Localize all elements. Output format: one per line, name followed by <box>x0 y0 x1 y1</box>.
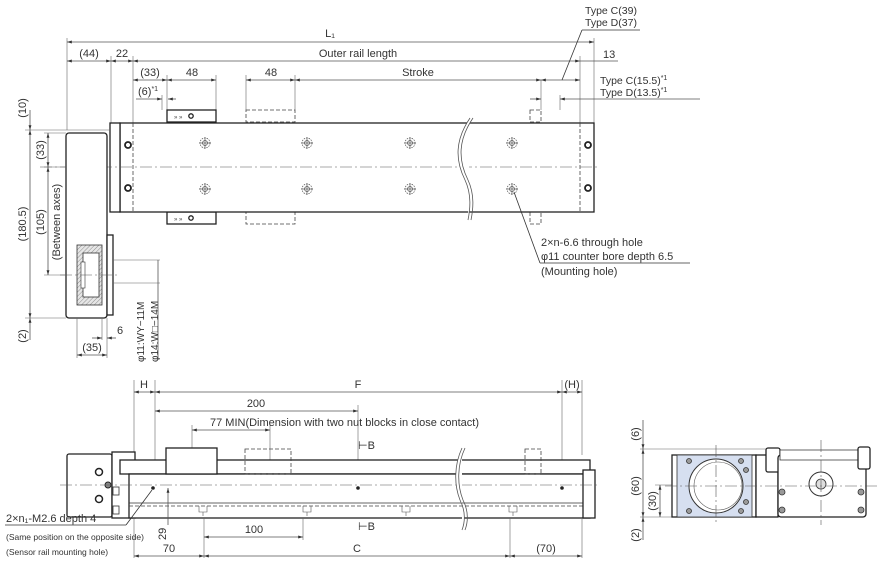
mounting-hole-line1: 2×n-6.6 through hole <box>541 237 643 249</box>
dim-6-motor: 6 <box>117 325 123 337</box>
dim-13: 13 <box>603 49 615 61</box>
between-axes: (Between axes) <box>51 184 63 260</box>
dim-f: F <box>355 379 362 391</box>
dim-33: (33) <box>140 67 160 79</box>
mounting-holes <box>199 137 518 195</box>
mounting-hole-line3: (Mounting hole) <box>541 266 617 278</box>
sensor-callout-line3: (Sensor rail mounting hole) <box>6 547 108 557</box>
section-b-top: ⊢B <box>358 440 375 452</box>
side-view: H F (H) 200 77 MIN(Dimension with two nu… <box>5 379 600 558</box>
dim-10: (10) <box>17 98 29 118</box>
sensor-callout-line2: (Same position on the opposite side) <box>6 532 144 542</box>
dim-c: C <box>353 543 361 555</box>
svg-text:» »: » » <box>174 115 183 121</box>
dim-70-right: (70) <box>536 543 556 555</box>
l1-label: L₁ <box>325 28 335 40</box>
top-view: L₁ (44) 22 Outer rail length 13 (33) 48 … <box>17 5 700 362</box>
sensor-callout-line1: 2×n₁-M2.6 depth 4 <box>6 513 96 525</box>
dim-105: (105) <box>35 209 47 235</box>
nut-block-top <box>166 109 217 123</box>
section-b-bottom: ⊢B <box>358 521 375 533</box>
pulley-14: φ14:W□−14M <box>150 301 161 362</box>
dim-48-a: 48 <box>186 67 198 79</box>
type-d-37: Type D(37) <box>585 17 637 29</box>
dim-48-b: 48 <box>265 67 277 79</box>
dim-44: (44) <box>79 48 99 60</box>
pulley-11: φ11:WY−11M <box>136 302 147 362</box>
stroke-label: Stroke <box>402 67 434 79</box>
dim-6: (6)*1 <box>138 86 158 98</box>
end-dim-6: (6) <box>630 427 642 440</box>
dim-180-5: (180.5) <box>17 207 29 242</box>
dim-h-right: (H) <box>564 379 579 391</box>
type-c-39: Type C(39) <box>585 5 637 17</box>
dim-77-min: 77 MIN(Dimension with two nut blocks in … <box>210 417 479 429</box>
dim-200: 200 <box>247 398 265 410</box>
dim-2: (2) <box>17 329 29 342</box>
end-dim-2: (2) <box>630 528 642 541</box>
outer-rail-length-label: Outer rail length <box>319 48 397 60</box>
dim-29: 29 <box>157 528 169 540</box>
end-dim-60: (60) <box>630 476 642 496</box>
dim-100: 100 <box>245 524 263 536</box>
type-d-13-5: Type D(13.5)*1 <box>600 87 667 99</box>
end-dim-30: (30) <box>647 491 659 511</box>
svg-text:» »: » » <box>174 217 183 223</box>
dim-h: H <box>140 379 148 391</box>
mounting-hole-line2: φ11 counter bore depth 6.5 <box>541 251 673 263</box>
dim-35: (35) <box>82 342 102 354</box>
dim-22: 22 <box>116 48 128 60</box>
dim-70: 70 <box>163 543 175 555</box>
dim-33-v: (33) <box>35 140 47 160</box>
rail-body <box>119 122 595 213</box>
end-view: (6) (60) (30) (2) <box>630 420 878 542</box>
type-c-15-5: Type C(15.5)*1 <box>600 75 667 87</box>
motor-housing <box>65 132 114 319</box>
